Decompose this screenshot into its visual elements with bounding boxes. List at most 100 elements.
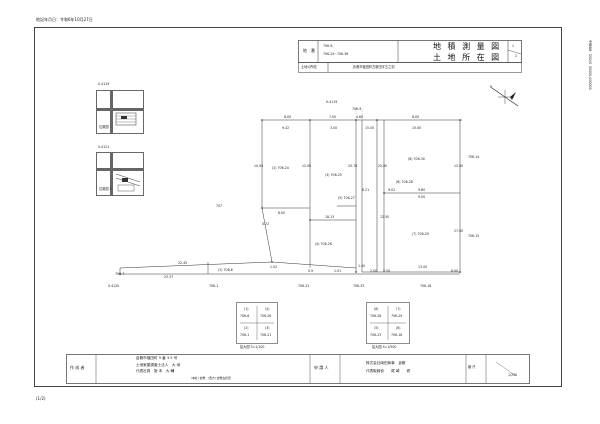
neighbor-707: 707 (216, 204, 223, 208)
ev1-cell: (2) (244, 326, 249, 330)
measure: 4.60 (356, 115, 364, 119)
measure: 0.9 (308, 269, 314, 273)
chiban-value1: 706-9、 (323, 44, 336, 48)
inset-map-1-label: 0-4119 (98, 82, 110, 86)
measure: 20.78 (348, 164, 358, 168)
applicant-label: 申 請 人 (314, 365, 329, 370)
measure: 8.00 (284, 115, 292, 119)
ev2-cell: (7) (396, 307, 401, 311)
location-value: 倉敷市福田町古新田字五之割 (353, 65, 395, 69)
inset-map-2: 位置図 2 (96, 152, 144, 196)
measure: 0.72 (262, 222, 270, 226)
sheet-number-bottom: 2 (515, 54, 518, 58)
ev2-cell: 706-23 (370, 333, 382, 337)
inset-map-2-caption: 位置図 2 (99, 187, 112, 191)
lot-706-6: (1) 706-6 (218, 268, 233, 272)
measure: 1.02 (270, 265, 278, 269)
enlarged-view-1-label: 拡大図 S=1/100 (240, 345, 265, 349)
measure: 9.02 (388, 188, 396, 192)
measure: 23.37 (164, 275, 174, 279)
neighbor-706-15: 706-15 (468, 234, 480, 238)
measure: 25.00 (378, 164, 388, 168)
title-block: 地 番 706-9、 706-24~706-36 地 積 測 量 図 土 地 所… (298, 40, 522, 73)
lot-706-27: (5) 706-27 (338, 196, 355, 200)
creator-small-note: (本社) 倉敷 (西方) 倉敷古新田 (191, 376, 231, 380)
inset-map-1-caption: 位置図 (99, 125, 109, 129)
chiban-value2: 706-24~706-36 (323, 52, 349, 56)
marker-2: 0-4119 (326, 100, 338, 104)
measure: 12.00 (302, 164, 312, 168)
neighbor-706-1: 706-1 (209, 284, 219, 288)
measure: 10.93 (254, 164, 264, 168)
sheet-number-top: 1 (512, 44, 515, 48)
lot-706-9: 706-9 (352, 107, 362, 111)
neighbor-706-33: 706-33 (353, 284, 365, 288)
measure: 8.21 (362, 188, 370, 192)
applicant-representative: 代表取締役 尾 崎 修 (366, 369, 411, 373)
compass-label: N (490, 85, 493, 89)
ev2-cell: (8) (374, 307, 379, 311)
neighbor-706-7: 706-7 (115, 272, 125, 276)
neighbor-706-14: 706-14 (468, 155, 480, 159)
measure: 8.00 (451, 269, 459, 273)
measure: 27.00 (454, 229, 464, 233)
measure: 9.00 (418, 195, 426, 199)
chiban-label: 地 番 (303, 48, 315, 53)
neighbor-706-18: 706-18 (420, 284, 432, 288)
measure: 9.80 (418, 188, 426, 192)
measure: 2.50 (383, 269, 391, 273)
scale-value: 1/250 (508, 373, 518, 377)
creator-label: 作 成 者 (70, 365, 85, 370)
measure: 3.00 (330, 126, 338, 130)
creator-representative: 代表社員 阪 本 大 輔 (136, 369, 175, 373)
ev1-cell: (3) (265, 326, 270, 330)
ev2-cell: 706-18 (391, 333, 403, 337)
ev2-cell: 706-28 (370, 314, 382, 318)
measure: 18.13 (325, 215, 335, 219)
footer-lines (66, 354, 530, 384)
measure: 13.00 (418, 265, 428, 269)
enlarged-view-2-grid (366, 302, 410, 344)
ev1-cell: (1) (244, 307, 249, 311)
lot-706-25: (3) 706-25 (325, 173, 342, 177)
measure: 15.00 (412, 126, 422, 130)
measure: 22.45 (178, 261, 188, 265)
lot-706-28: (8) 706-28 (396, 180, 413, 184)
measure: 12.00 (454, 164, 464, 168)
drawing-frame (34, 27, 562, 387)
measure: 1.01 (334, 269, 342, 273)
inset-map-2-label: 0-4121 (98, 145, 110, 149)
enlarged-view-1: (1) (4) 706-6 706-26 (2) (3) 706-1 706-2… (236, 302, 278, 344)
inset-map-1: 位置図 (96, 90, 144, 134)
lot-706-26: (4) 706-26 (315, 242, 332, 246)
ev1-cell: 706-26 (260, 314, 272, 318)
lot-706-30: (6) 706-30 (408, 157, 425, 161)
enlarged-view-2-label: 拡大図 S=1/500 (372, 345, 397, 349)
creator-address: 倉敷市福田町 9 番 3 5 号 (136, 356, 178, 360)
inset-map-1-drawing (96, 90, 144, 134)
applicant-company: 株式会社岡田商事 倉敷 (366, 361, 406, 365)
footer-block: 作 成 者 倉敷市福田町 9 番 3 5 号 土地家屋調査士法人 大 地 代表社… (66, 354, 530, 384)
header-note: 地記年月日：令和6年10月27日 (36, 17, 93, 22)
title-block-lines (298, 40, 522, 73)
enlarged-view-2: (8) (7) 706-28 706-29 (5) (6) 706-23 706… (366, 302, 410, 344)
measure: 8.00 (412, 115, 420, 119)
measure: 9.42 (282, 126, 290, 130)
measure: 8.00 (278, 211, 286, 215)
page-number: (1/2) (36, 396, 46, 401)
title-location-map: 土 地 所 在 図 (433, 53, 502, 62)
measure: 12.50 (380, 215, 390, 219)
ev2-cell: 706-29 (391, 314, 403, 318)
scale-label: 縮 尺 (468, 365, 476, 369)
title-survey-map: 地 積 測 量 図 (433, 42, 502, 51)
measure: 1.40 (358, 264, 366, 268)
ev1-cell: 706-6 (240, 314, 250, 318)
ev2-cell: (5) (374, 326, 379, 330)
compass-icon (491, 87, 519, 107)
measure: 7.00 (329, 115, 337, 119)
ev1-cell: (4) (265, 307, 270, 311)
enlarged-view-1-grid (236, 302, 278, 344)
creator-company: 土地家屋調査士法人 大 地 (136, 363, 181, 367)
measure: 2.00 (370, 269, 378, 273)
